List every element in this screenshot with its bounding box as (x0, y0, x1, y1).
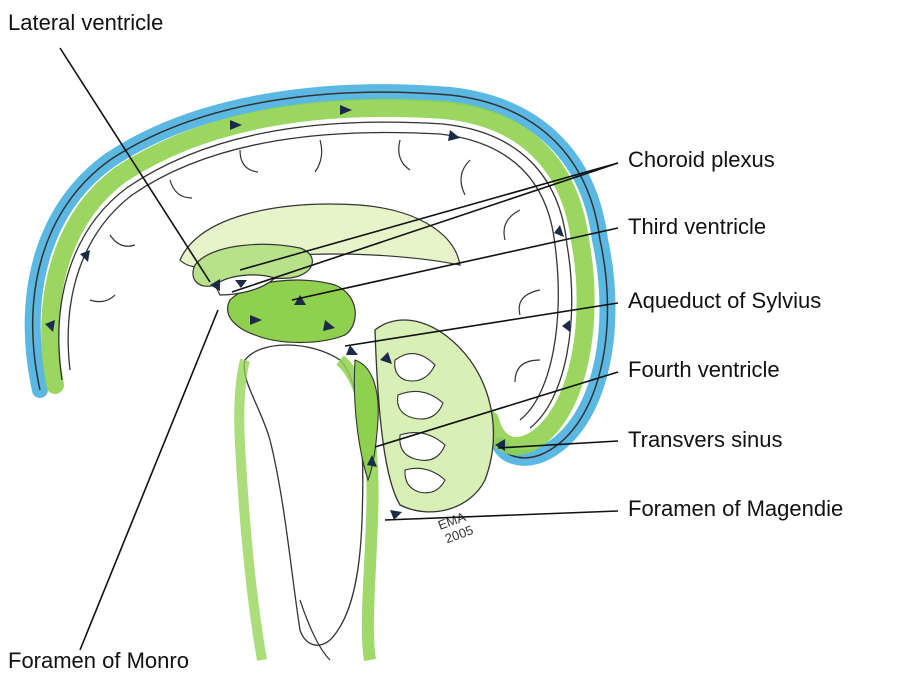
label-fourth-ventricle: Fourth ventricle (628, 359, 780, 381)
artist-signature: EMA 2005 (436, 508, 475, 547)
label-foramen-of-magendie: Foramen of Magendie (628, 498, 843, 520)
leader-foramen-monro (80, 310, 218, 650)
label-transvers-sinus: Transvers sinus (628, 429, 782, 451)
label-lateral-ventricle: Lateral ventricle (8, 12, 163, 34)
gyri-lines (90, 140, 540, 382)
leader-foramen-magendie (385, 511, 618, 520)
brainstem (244, 345, 363, 645)
label-aqueduct-of-sylvius: Aqueduct of Sylvius (628, 290, 821, 312)
label-third-ventricle: Third ventricle (628, 216, 766, 238)
label-foramen-of-monro: Foramen of Monro (8, 650, 189, 672)
label-choroid-plexus: Choroid plexus (628, 149, 775, 171)
